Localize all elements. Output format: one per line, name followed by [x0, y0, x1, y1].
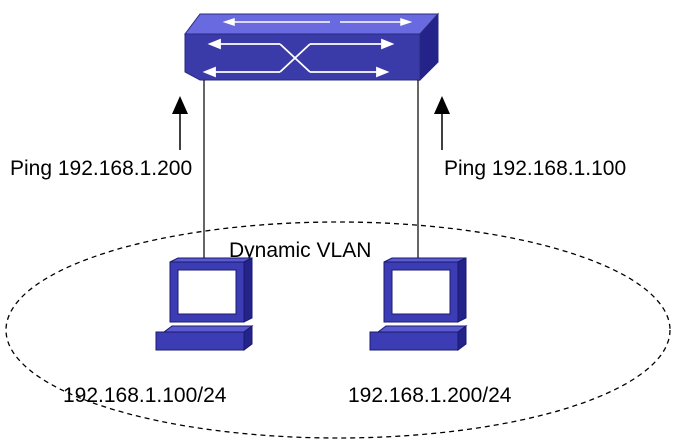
pc-left-icon: [155, 257, 254, 351]
switch-icon: [184, 12, 440, 82]
vlan-boundary-ellipse: [5, 221, 671, 439]
vlan-label: Dynamic VLAN: [229, 239, 371, 262]
right-ping-arrow-icon: [434, 96, 450, 150]
ping-left-label: Ping 192.168.1.200: [10, 157, 192, 180]
pc-right-icon: [369, 257, 468, 351]
host-left-label: 192.168.1.100/24: [63, 384, 227, 407]
ping-right-label: Ping 192.168.1.100: [444, 157, 626, 180]
host-right-label: 192.168.1.200/24: [348, 384, 512, 407]
left-ping-arrow-icon: [172, 96, 188, 150]
